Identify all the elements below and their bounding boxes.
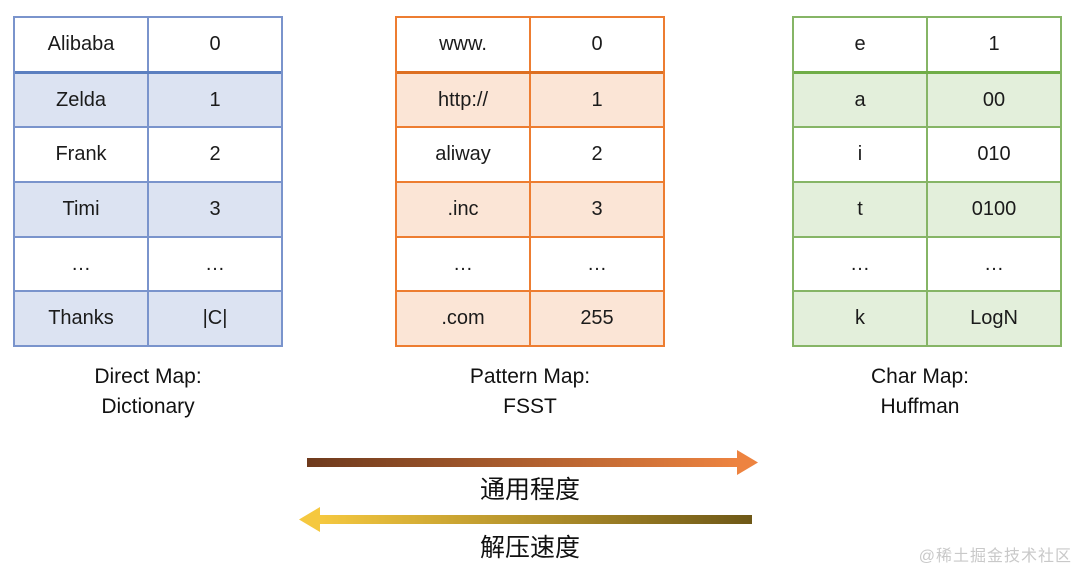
caption-line: Huffman (880, 395, 960, 418)
table-cell: 2 (591, 143, 603, 166)
table-cell: 3 (591, 197, 603, 220)
table-cell: 00 (982, 88, 1006, 111)
table-row: … … (15, 235, 281, 291)
table-cell: … (15, 237, 149, 291)
table-row: www. 0 (397, 18, 663, 71)
table-cell: a (794, 73, 928, 127)
table-cell: … (794, 237, 928, 291)
table-cell: 0100 (971, 197, 1017, 220)
table-row: … … (397, 235, 663, 291)
caption-line: Char Map: (870, 365, 970, 388)
left-arrow-icon (299, 507, 752, 532)
table-row: e 1 (794, 18, 1060, 71)
table-cell: Zelda (15, 73, 149, 127)
table-cell: 2 (209, 143, 221, 166)
table-cell: t (794, 183, 928, 236)
table-row: k LogN (794, 290, 1060, 346)
table-cell: Alibaba (15, 18, 149, 71)
table-row: Thanks |C| (15, 290, 281, 346)
table-cell: http:// (397, 73, 531, 127)
tradeoff-arrows (299, 450, 758, 532)
table-row: .com 255 (397, 290, 663, 346)
table-cell: … (397, 237, 531, 291)
table-cell: 1 (591, 88, 603, 111)
table-row: Timi 3 (15, 181, 281, 236)
table-row: aliway 2 (397, 126, 663, 182)
table-cell: |C| (202, 307, 228, 330)
table-cell: … (587, 252, 607, 275)
table-cell: 010 (977, 143, 1011, 166)
right-arrow-icon (307, 450, 758, 475)
table-cell: .inc (397, 183, 531, 236)
table-cell: Timi (15, 183, 149, 236)
table-cell: aliway (397, 128, 531, 182)
generality-arrow-label: 通用程度 (479, 476, 580, 504)
huffman-caption: Char Map: Huffman (785, 362, 1055, 422)
table-cell: 1 (988, 32, 1000, 55)
table-cell: 0 (591, 32, 603, 55)
table-cell: .com (397, 292, 531, 346)
table-row: Frank 2 (15, 126, 281, 182)
caption-line: Pattern Map: (469, 365, 591, 388)
caption-line: Direct Map: (94, 365, 202, 388)
table-row: i 010 (794, 126, 1060, 182)
dictionary-table: Alibaba 0 Zelda 1 Frank 2 Timi 3 … … Tha… (13, 16, 283, 347)
watermark: @稀土掘金技术社区 (918, 548, 1072, 565)
table-cell: www. (397, 18, 531, 71)
table-row: … … (794, 235, 1060, 291)
table-cell: i (794, 128, 928, 182)
table-cell: … (984, 252, 1004, 275)
table-cell: 0 (209, 32, 221, 55)
table-cell: LogN (970, 307, 1018, 330)
table-row: t 0100 (794, 181, 1060, 236)
table-cell: Thanks (15, 292, 149, 346)
table-row: .inc 3 (397, 181, 663, 236)
fsst-table: www. 0 http:// 1 aliway 2 .inc 3 … … .co… (395, 16, 665, 347)
table-cell: 255 (580, 307, 614, 330)
table-cell: k (794, 292, 928, 346)
table-cell: 3 (209, 197, 221, 220)
table-cell: Frank (15, 128, 149, 182)
dictionary-caption: Direct Map: Dictionary (13, 362, 283, 422)
decompression-speed-arrow-label: 解压速度 (479, 534, 580, 562)
table-row: http:// 1 (397, 70, 663, 127)
caption-line: Dictionary (101, 395, 195, 418)
table-row: Zelda 1 (15, 70, 281, 127)
table-cell: … (205, 252, 225, 275)
caption-line: FSST (503, 395, 557, 418)
table-row: Alibaba 0 (15, 18, 281, 71)
huffman-table: e 1 a 00 i 010 t 0100 … … k LogN (792, 16, 1062, 347)
table-cell: 1 (209, 88, 221, 111)
table-cell: e (794, 18, 928, 71)
fsst-caption: Pattern Map: FSST (395, 362, 665, 422)
table-row: a 00 (794, 70, 1060, 127)
